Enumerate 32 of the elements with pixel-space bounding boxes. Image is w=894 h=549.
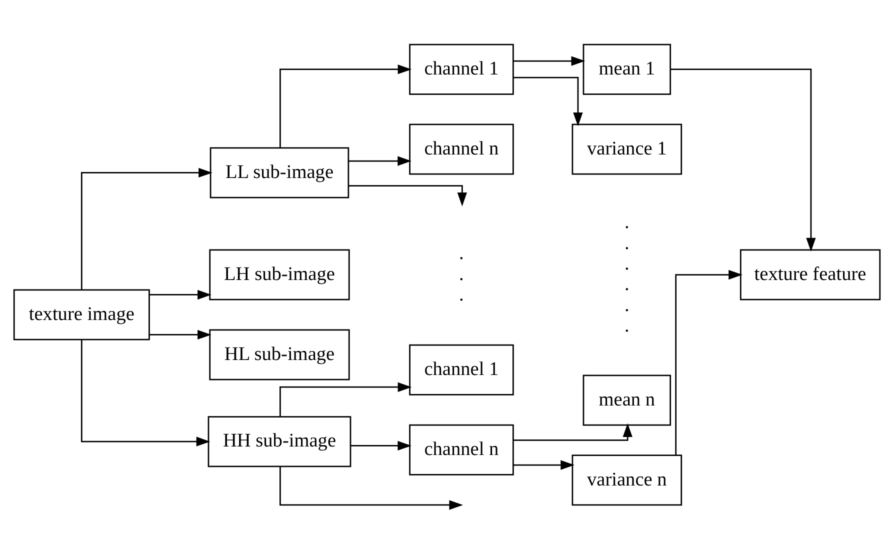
arrow: [514, 422, 632, 440]
node-box: variance n: [572, 454, 682, 506]
node-box: HH sub-image: [208, 416, 352, 467]
label: . . . . . .: [624, 212, 630, 336]
node-box: texture image: [13, 288, 150, 340]
arrow: [80, 167, 212, 289]
arrow: [280, 64, 412, 148]
arrow: [513, 460, 574, 470]
arrow: [350, 440, 412, 450]
node-box: variance 1: [572, 123, 682, 174]
node-box: texture feature: [740, 248, 881, 300]
arrow: [280, 382, 412, 416]
arrow: [675, 269, 742, 454]
node-box: LH sub-image: [209, 248, 350, 300]
node-box: mean 1: [582, 43, 672, 94]
arrow: [670, 68, 816, 252]
arrow: [150, 289, 212, 300]
arrow: [348, 184, 467, 206]
arrow: [280, 466, 464, 510]
arrow: [348, 156, 412, 166]
arrow: [80, 339, 210, 446]
label: . . .: [459, 242, 464, 306]
node-box: channel 1: [409, 344, 514, 395]
arrow: [150, 329, 212, 340]
arrow: [514, 76, 583, 126]
node-box: HL sub-image: [209, 328, 350, 380]
node-box: channel n: [409, 123, 514, 174]
node-box: LL sub-image: [210, 146, 350, 198]
node-box: channel 1: [409, 43, 514, 94]
node-box: channel n: [409, 424, 514, 475]
arrow: [513, 56, 586, 66]
node-box: mean n: [582, 374, 672, 426]
